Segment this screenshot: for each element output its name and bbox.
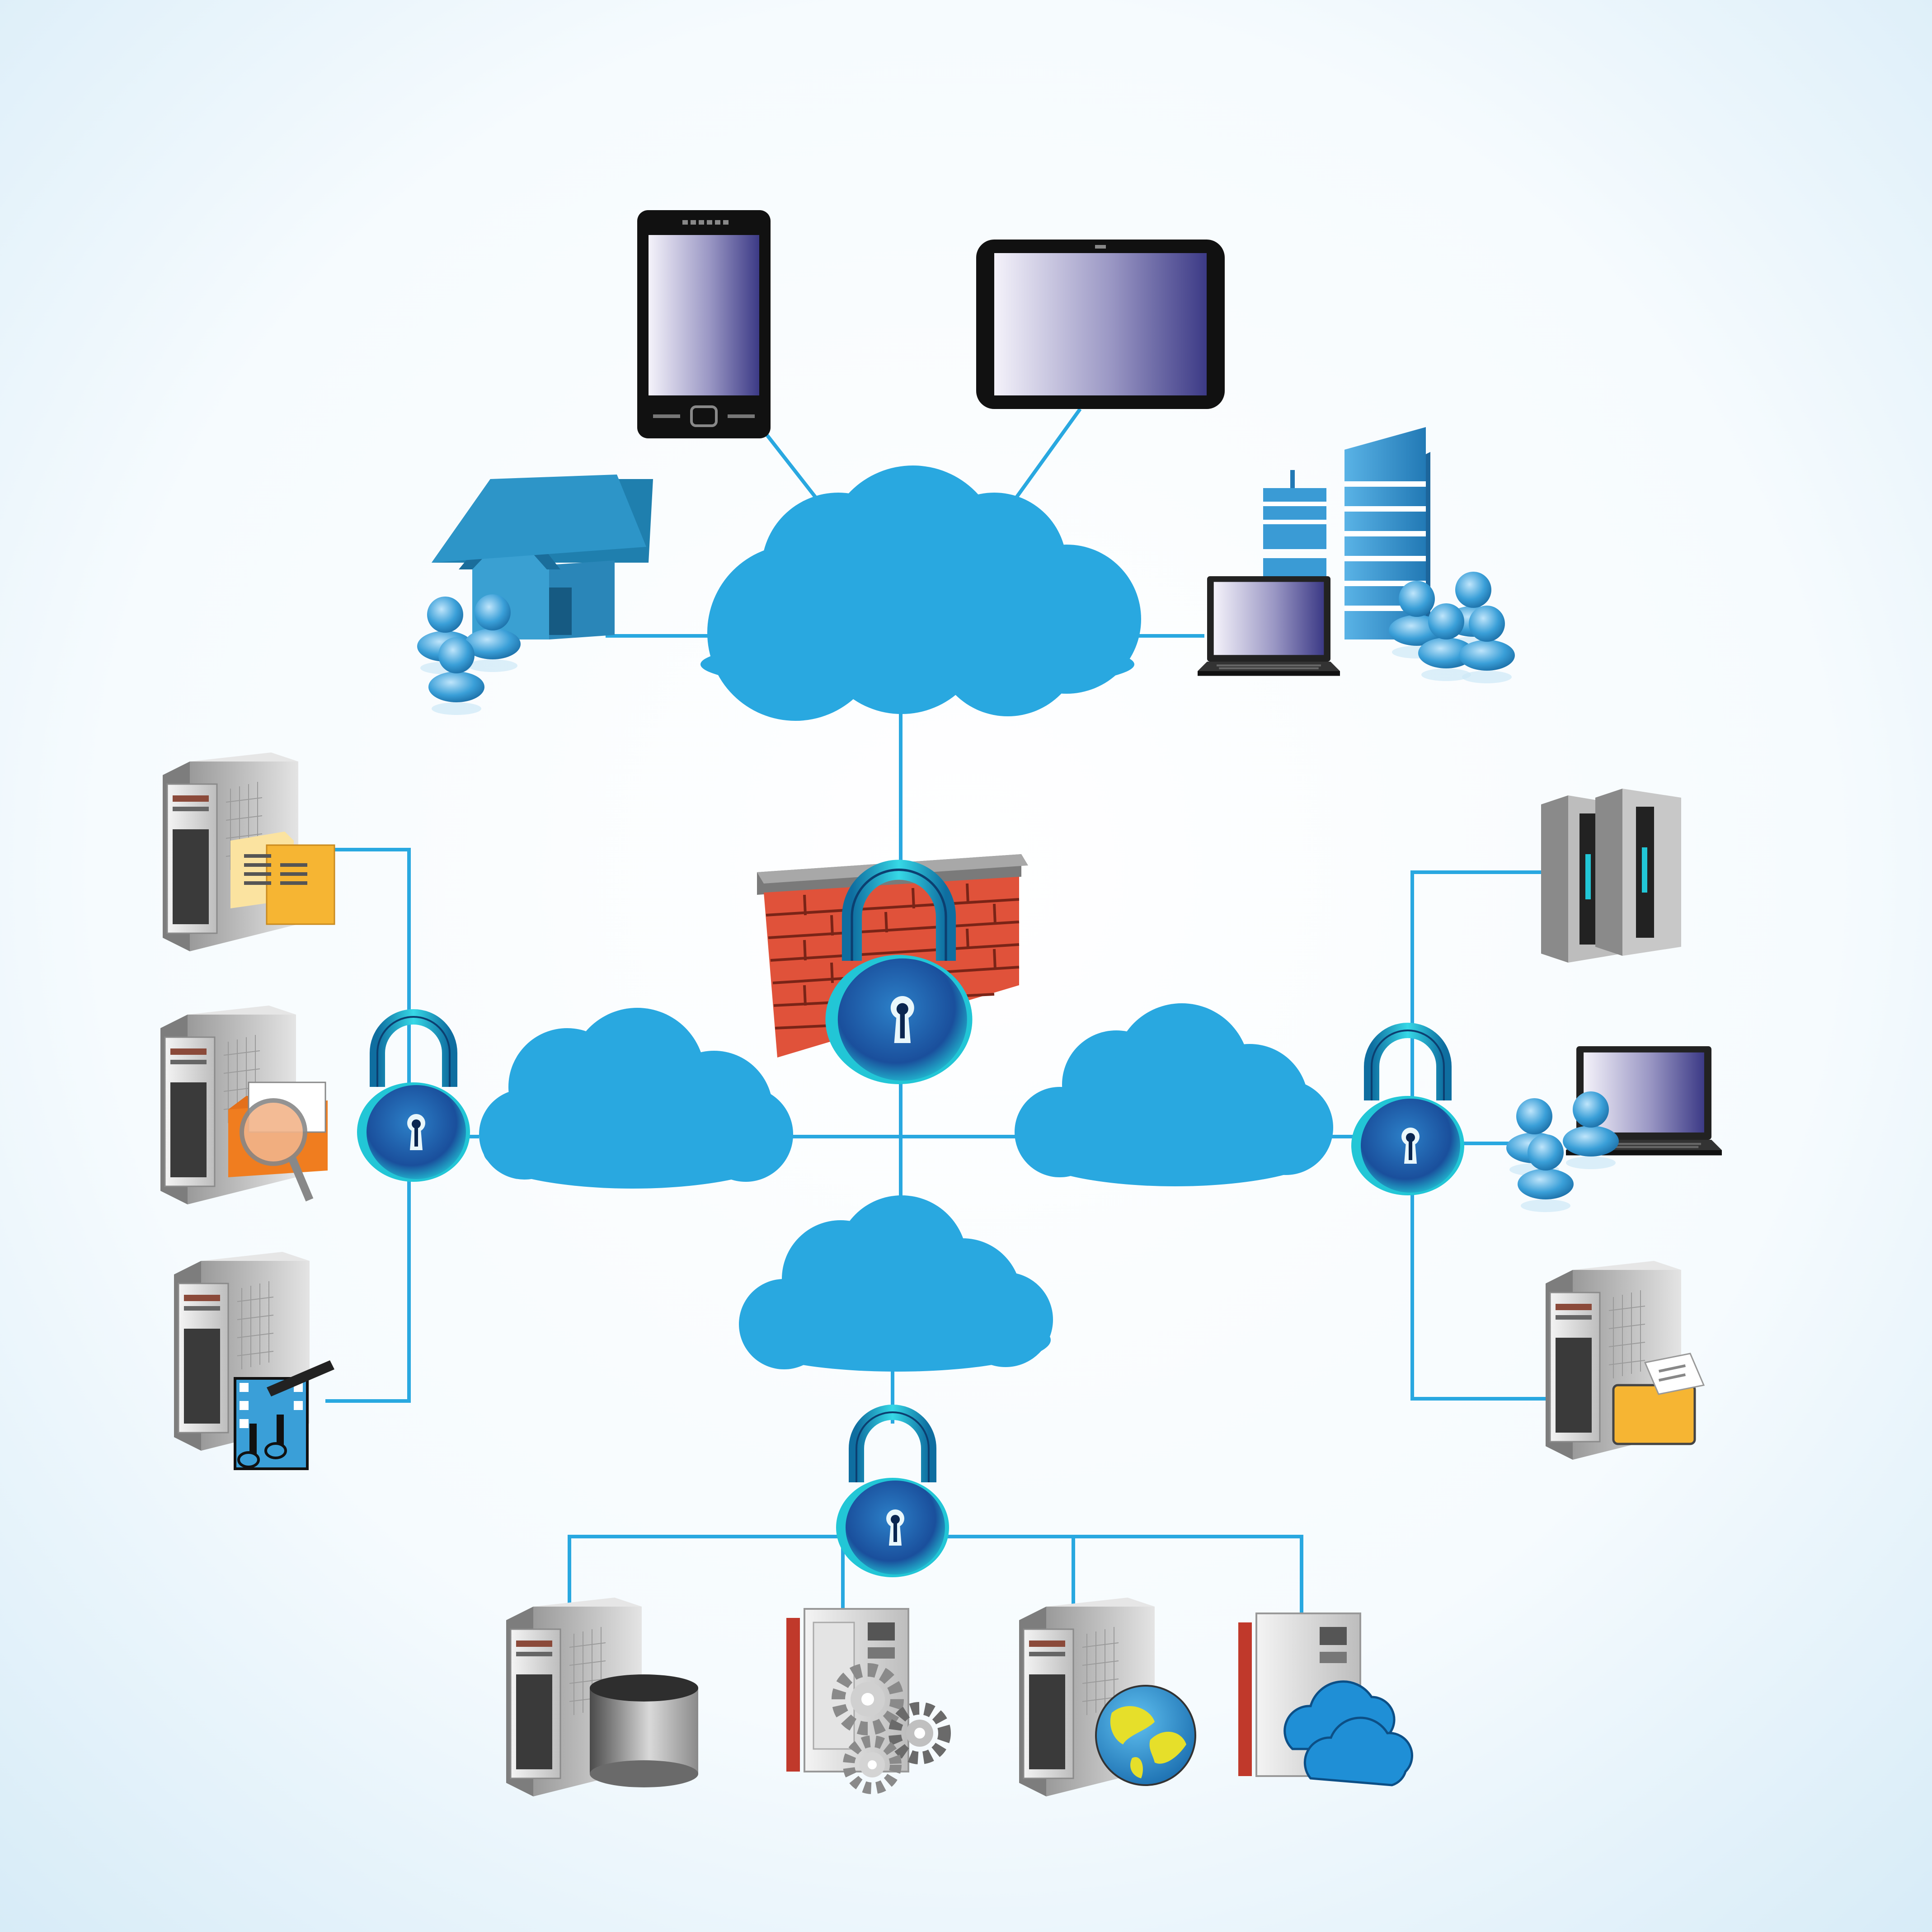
search-server-icon — [160, 1005, 328, 1205]
office-laptop-icon — [1198, 576, 1340, 676]
gears-server-icon — [786, 1608, 951, 1794]
media-server-icon — [173, 1251, 334, 1470]
firewall-icon — [757, 854, 1028, 1084]
database-server-icon — [505, 1597, 698, 1797]
internet-cloud-icon — [700, 465, 1141, 721]
bottom-network-cloud-icon — [739, 1195, 1053, 1372]
folder-server-icon — [1545, 1260, 1705, 1461]
right-network-cloud-icon — [1015, 1003, 1333, 1186]
tablet-icon — [976, 240, 1225, 409]
smartphone-icon — [637, 210, 771, 438]
globe-server-icon — [1018, 1597, 1196, 1797]
file-server-icon — [162, 752, 335, 952]
left-network-cloud-icon — [479, 1008, 793, 1189]
cloud-server-icon — [1238, 1612, 1413, 1786]
rack-server-icon — [1541, 789, 1681, 963]
